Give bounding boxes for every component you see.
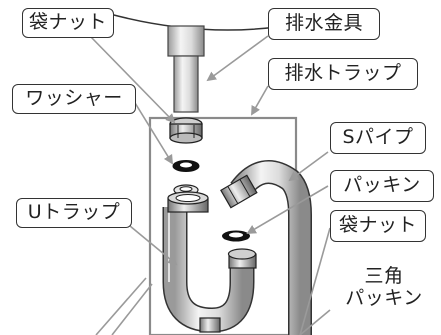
label-packing: パッキン <box>330 170 434 202</box>
label-drain-trap: 排水トラップ <box>268 58 418 90</box>
label-s-pipe: Sパイプ <box>330 122 426 154</box>
packing-ring <box>222 230 250 242</box>
drain-fitting <box>167 25 205 113</box>
leader-lines <box>89 35 331 335</box>
u-trap <box>162 191 257 333</box>
label-triangle-packing: 三角 パッキン <box>334 256 434 320</box>
label-triangle-packing-line1: 三角 <box>364 265 404 288</box>
label-drain-fitting: 排水金具 <box>268 8 380 40</box>
cap-nut-top <box>169 117 203 144</box>
label-cap-nut-bottom: 袋ナット <box>330 210 426 242</box>
label-cap-nut-top: 袋ナット <box>22 8 114 38</box>
label-u-trap: Uトラップ <box>16 198 132 228</box>
washer <box>172 160 200 172</box>
label-triangle-packing-line2: パッキン <box>345 287 423 309</box>
label-washer: ワッシャー <box>12 84 136 114</box>
